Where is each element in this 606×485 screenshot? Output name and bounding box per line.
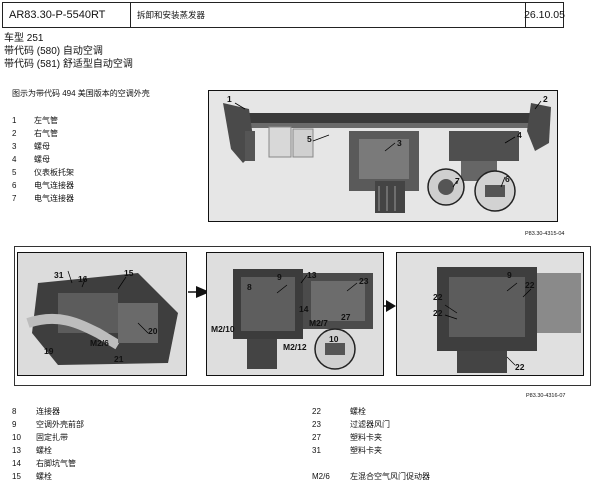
callout-9: 9	[277, 272, 282, 282]
housing-front-drawing	[207, 253, 383, 375]
callout-10: 10	[329, 334, 339, 344]
callout-31: 31	[54, 270, 64, 280]
document-title: 拆卸和安装蒸发器	[131, 3, 526, 27]
code-580-line: 带代码 (580) 自动空调	[4, 46, 103, 57]
figure-2-panel-a: 31 16 15 20 19 M2/6 21	[17, 252, 187, 376]
callout-19: 19	[44, 346, 54, 356]
callout-7: 7	[455, 176, 460, 186]
callout-27: 27	[341, 312, 351, 322]
callout-23: 23	[359, 276, 369, 286]
callout-13: 13	[307, 270, 317, 280]
callout-m2-10: M2/10	[211, 324, 235, 334]
callout-14: 14	[299, 304, 309, 314]
callout-4: 4	[517, 130, 522, 140]
callout-6: 6	[505, 174, 510, 184]
callout-m2-12: M2/12	[283, 342, 307, 352]
callout-20: 20	[148, 326, 158, 336]
document-code: AR83.30-P-5540RT	[3, 3, 131, 27]
figure-1-caption: 图示为带代码 494 美国版本的空调外壳	[12, 89, 150, 98]
callout-22: 22	[525, 280, 535, 290]
figure-2-reference: P83.30-4316-07	[526, 393, 566, 399]
callout-22: 22	[433, 292, 443, 302]
figure-2-panel-b: 13 9 8 23 M2/10 14 M2/7 27 M2/12 10	[206, 252, 384, 376]
document-header: AR83.30-P-5540RT 拆卸和安装蒸发器 26.10.05	[2, 2, 565, 28]
callout-8: 8	[247, 282, 252, 292]
callout-22: 22	[515, 362, 525, 372]
callout-m2-7: M2/7	[309, 318, 328, 328]
code-581-line: 带代码 (581) 舒适型自动空调	[4, 59, 133, 70]
dashboard-carrier-drawing	[209, 91, 557, 221]
legend-spacer	[312, 457, 592, 470]
housing-rear-drawing	[397, 253, 583, 375]
callout-22: 22	[433, 308, 443, 318]
model-line: 车型 251	[4, 33, 44, 44]
callout-2: 2	[543, 94, 548, 104]
callout-21: 21	[114, 354, 124, 364]
callout-9: 9	[507, 270, 512, 280]
figure-2-panel-c: 9 22 22 22 22	[396, 252, 584, 376]
callout-3: 3	[397, 138, 402, 148]
callout-16: 16	[78, 274, 88, 284]
housing-left-drawing	[18, 253, 186, 375]
callout-1: 1	[227, 94, 232, 104]
callout-15: 15	[124, 268, 134, 278]
callout-5: 5	[307, 134, 312, 144]
figure-2-frame	[14, 246, 591, 386]
figure-1-image: 1 2 3 4 5 6 7	[208, 90, 558, 222]
callout-m2-6: M2/6	[90, 338, 109, 348]
figure-1-reference: P83.30-4315-04	[525, 231, 565, 237]
document-date: 26.10.05	[524, 9, 565, 21]
